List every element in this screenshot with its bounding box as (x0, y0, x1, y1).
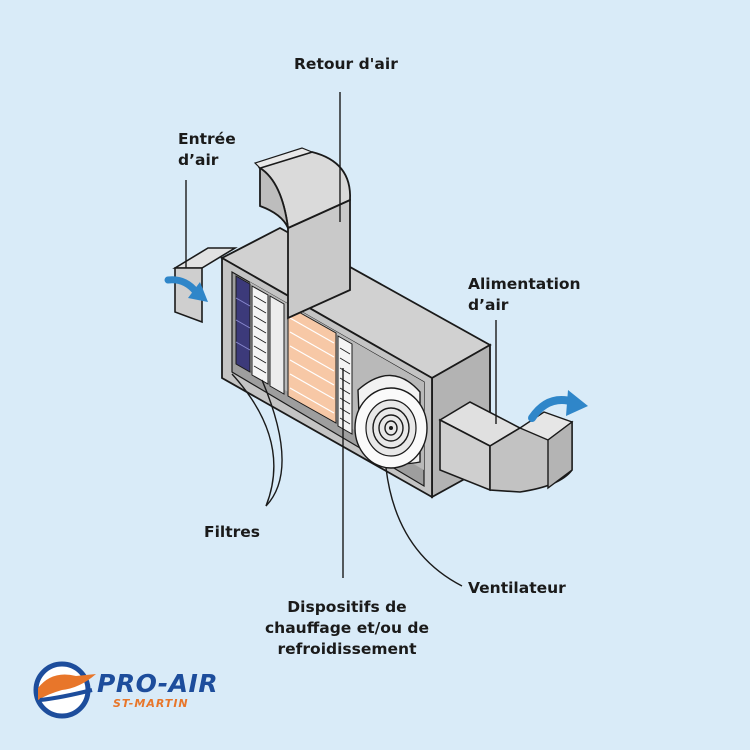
return-air-text: Retour d'air (294, 55, 398, 73)
devices-label: Dispositifs de chauffage et/ou de refroi… (262, 597, 432, 660)
filter-panel-icon (235, 275, 251, 373)
filters-label: Filtres (204, 522, 260, 543)
air-intake-line-2: d’air (178, 151, 219, 169)
devices-line-3: refroidissement (277, 640, 417, 658)
air-intake-label: Entrée d’air (178, 129, 236, 171)
pleated-filter-1 (251, 285, 269, 385)
fan-label: Ventilateur (468, 578, 566, 599)
devices-line-2: chauffage et/ou de (264, 619, 429, 637)
supply-air-line-1: Alimentation (468, 275, 581, 293)
coil-tube-rack (337, 335, 353, 435)
pleated-filter-2 (269, 295, 285, 395)
intake-arrow-icon (164, 276, 208, 302)
supply-arrow-icon (528, 390, 588, 422)
logo-name: PRO-AIR (97, 669, 219, 698)
fan-icon (354, 374, 428, 469)
logo-emblem-icon (33, 661, 96, 719)
return-air-label: Retour d'air (294, 54, 398, 75)
company-logo: PRO-AIR ST-MARTIN (97, 670, 218, 710)
return-air-duct (253, 147, 351, 320)
supply-air-line-2: d’air (468, 296, 509, 314)
supply-air-label: Alimentation d’air (468, 274, 581, 316)
leader-lines (185, 92, 497, 587)
devices-line-1: Dispositifs de (287, 598, 407, 616)
coil-icon (287, 305, 337, 424)
logo-subtitle: ST-MARTIN (113, 697, 189, 710)
air-intake-line-1: Entrée (178, 130, 236, 148)
supply-air-duct (438, 401, 574, 493)
filters-text: Filtres (204, 523, 261, 541)
fan-text: Ventilateur (468, 579, 566, 597)
